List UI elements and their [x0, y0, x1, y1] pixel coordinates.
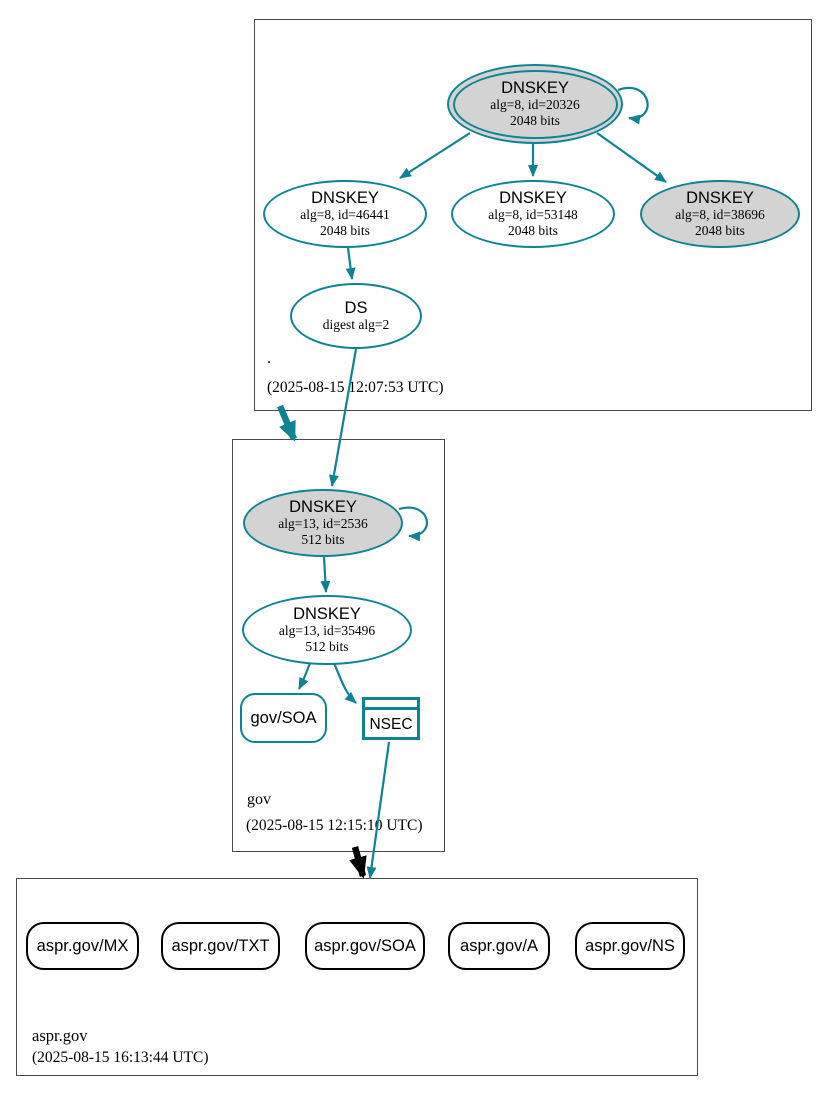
zone-label-gov: gov	[247, 791, 271, 808]
dnskey-detail: alg=8, id=38696	[675, 207, 765, 223]
nsec-node[interactable]: NSEC	[362, 697, 420, 740]
rrset-node-aspr-gov-txt[interactable]: aspr.gov/TXT	[161, 922, 280, 970]
dnskey-size: 512 bits	[305, 639, 349, 655]
dnskey-title: DNSKEY	[311, 188, 379, 207]
rrset-label: aspr.gov/A	[460, 936, 538, 955]
rrset-label: aspr.gov/MX	[36, 936, 129, 955]
dnskey-node-20326[interactable]: DNSKEY alg=8, id=20326 2048 bits	[447, 64, 623, 144]
dnskey-node-38696[interactable]: DNSKEY alg=8, id=38696 2048 bits	[640, 180, 800, 248]
edge-gov-zsk-to-nsec	[332, 662, 357, 704]
dnskey-title: DNSKEY	[293, 604, 361, 623]
dnskey-detail: alg=8, id=20326	[490, 97, 580, 113]
nsec-label: NSEC	[369, 716, 413, 733]
dnskey-title: DNSKEY	[499, 188, 567, 207]
edge-root-ksk-to-46441	[399, 132, 471, 179]
zone-box-root	[254, 19, 812, 411]
rrset-label: gov/SOA	[250, 708, 317, 727]
dnskey-detail: alg=8, id=53148	[488, 207, 578, 223]
dnskey-title: DNSKEY	[289, 497, 357, 516]
dnskey-size: 2048 bits	[695, 223, 745, 239]
dnskey-detail: alg=13, id=35496	[278, 623, 376, 639]
rrset-label: aspr.gov/TXT	[171, 936, 270, 955]
edge-delegation-root-to-gov	[277, 404, 297, 442]
rrset-node-aspr-gov-a[interactable]: aspr.gov/A	[448, 922, 550, 970]
zone-label-aspr-gov: aspr.gov	[32, 1026, 88, 1045]
rrset-node-aspr-gov-ns[interactable]: aspr.gov/NS	[575, 922, 685, 970]
rrset-node-gov-soa[interactable]: gov/SOA	[240, 693, 327, 743]
edge-delegation-gov-to-aspr-gov	[349, 846, 367, 879]
edge-46441-to-ds	[345, 247, 356, 280]
rrset-label: aspr.gov/SOA	[314, 936, 416, 955]
zone-label-root: .	[267, 350, 271, 367]
dnskey-title: DNSKEY	[501, 78, 569, 97]
edge-gov-ksk-to-zsk	[320, 556, 331, 593]
ds-title: DS	[344, 298, 368, 317]
nsec-top-band	[365, 707, 417, 710]
dnskey-size: 2048 bits	[510, 113, 560, 129]
dnskey-node-53148[interactable]: DNSKEY alg=8, id=53148 2048 bits	[451, 180, 615, 248]
dnskey-detail: alg=8, id=46441	[300, 207, 390, 223]
dnskey-detail: alg=13, id=2536	[278, 516, 368, 532]
dnskey-size: 2048 bits	[320, 223, 370, 239]
rrset-node-aspr-gov-soa[interactable]: aspr.gov/SOA	[305, 922, 425, 970]
edge-root-ksk-to-38696	[596, 132, 667, 183]
edge-gov-ksk-selfloop	[398, 506, 428, 542]
zone-timestamp-root: (2025-08-15 12:07:53 UTC)	[267, 379, 444, 396]
edge-nsec-to-aspr-gov	[366, 741, 391, 879]
ds-node[interactable]: DS digest alg=2	[290, 283, 422, 349]
rrset-node-aspr-gov-mx[interactable]: aspr.gov/MX	[26, 922, 139, 970]
zone-timestamp-aspr-gov: (2025-08-15 16:13:44 UTC)	[32, 1049, 209, 1066]
dnskey-node-46441[interactable]: DNSKEY alg=8, id=46441 2048 bits	[263, 180, 427, 248]
edge-root-ksk-selfloop	[617, 86, 649, 125]
dnskey-size: 512 bits	[301, 532, 345, 548]
edge-ds-to-gov-ksk	[328, 348, 358, 487]
edge-gov-zsk-to-soa	[298, 662, 312, 690]
dnskey-node-2536[interactable]: DNSKEY alg=13, id=2536 512 bits	[243, 489, 403, 557]
dnskey-title: DNSKEY	[686, 188, 754, 207]
dnskey-size: 2048 bits	[508, 223, 558, 239]
zone-box-gov	[232, 439, 445, 852]
rrset-label: aspr.gov/NS	[585, 936, 675, 955]
ds-detail: digest alg=2	[322, 317, 390, 333]
dnskey-node-35496[interactable]: DNSKEY alg=13, id=35496 512 bits	[242, 595, 412, 665]
